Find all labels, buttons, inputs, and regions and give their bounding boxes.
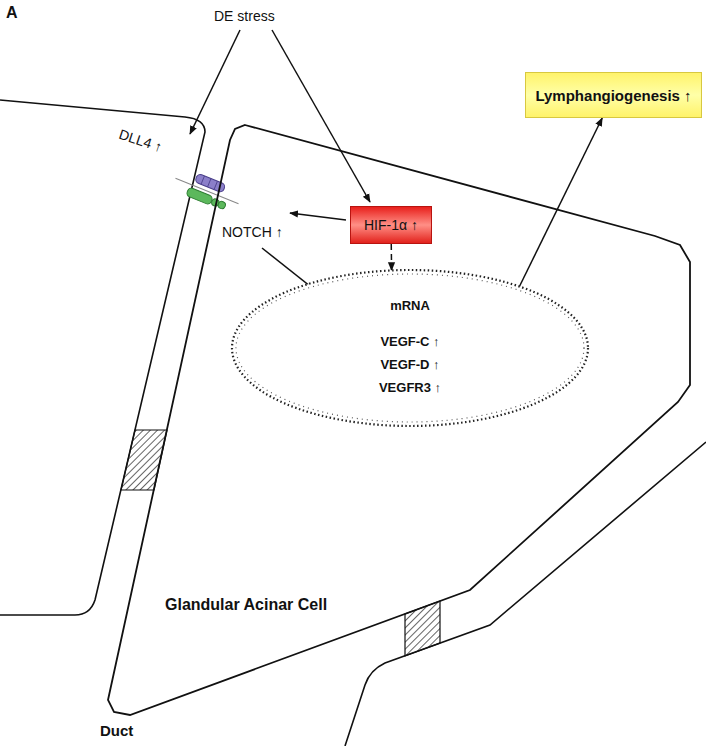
- gene-label: VEGF-C ↑: [380, 332, 439, 352]
- stimulus-label: DE stress: [214, 8, 275, 24]
- cell-junction: [405, 601, 440, 656]
- receptor-label: NOTCH ↑: [222, 224, 283, 240]
- gene-label: VEGF-D ↑: [380, 355, 439, 375]
- factor-label: HIF-1α ↑: [364, 217, 418, 233]
- neighbor-cell: [345, 442, 706, 746]
- outcome-label: Lymphangiogenesis ↑: [535, 87, 691, 104]
- stress-arrow: [272, 30, 370, 202]
- nucleus-label: mRNA: [390, 296, 430, 316]
- cell-outline: Glandular Acinar Cell HIF-1α ↑ mRNA VEGF-C …: [105, 120, 695, 720]
- outcome-box: Lymphangiogenesis ↑: [525, 72, 702, 118]
- nucleus: mRNA VEGF-C ↑ VEGF-D ↑ VEGFR3 ↑: [230, 268, 590, 428]
- nucleus-texture: [236, 274, 584, 422]
- hif-box: HIF-1α ↑: [350, 206, 432, 244]
- panel-letter: A: [6, 4, 18, 22]
- dll4-notch-receptor: [171, 166, 243, 215]
- activation-arrow: [290, 213, 346, 220]
- ligand-label: DLL4 ↑: [117, 126, 164, 155]
- cell-name: Glandular Acinar Cell: [165, 596, 327, 614]
- stress-arrow: [190, 30, 240, 134]
- region-label: Duct: [100, 722, 133, 739]
- gene-label: VEGFR3 ↑: [379, 378, 441, 398]
- cell-membrane: [108, 125, 690, 715]
- neighbor-cell: [0, 100, 205, 615]
- signal-arrow: [391, 244, 393, 270]
- nucleus-outline: [232, 270, 588, 426]
